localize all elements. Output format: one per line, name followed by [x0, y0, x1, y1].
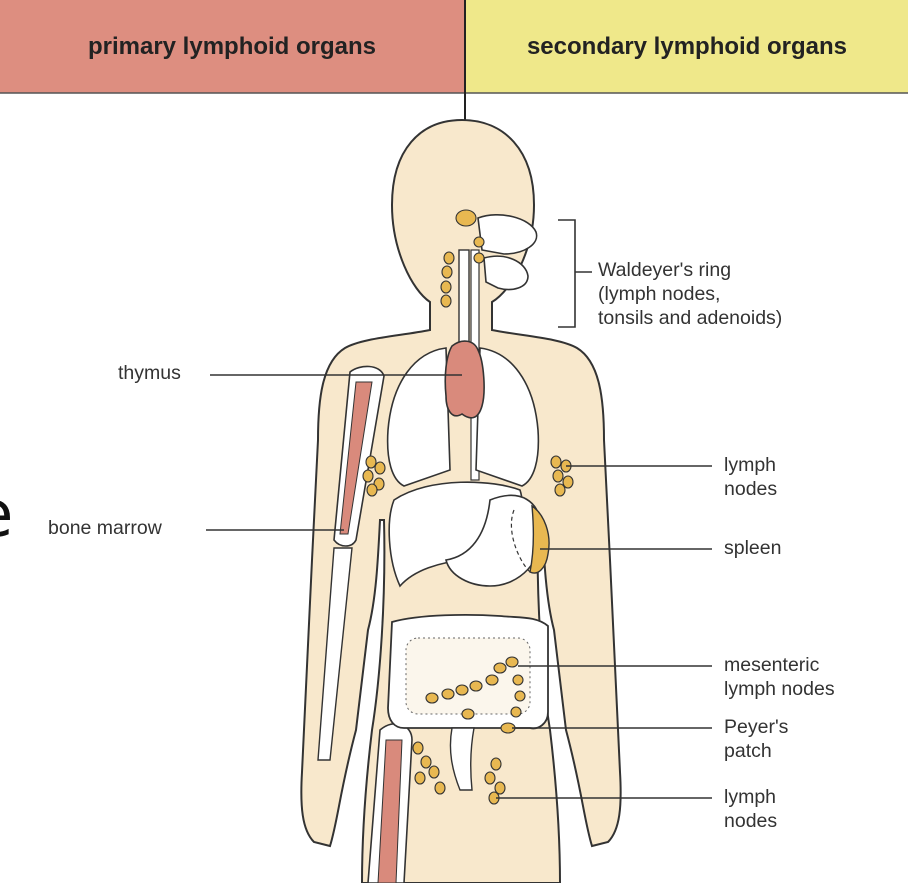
mesenteric-line-2: lymph nodes: [724, 678, 835, 702]
waldeyer-line-2: (lymph nodes,: [598, 283, 782, 307]
axillary-lymph-nodes-label: lymph nodes: [724, 454, 777, 502]
spleen-label: spleen: [724, 537, 781, 561]
peyers-line-1: Peyer's: [724, 716, 788, 740]
waldeyer-bracket: [558, 220, 575, 327]
thymus-label: thymus: [118, 362, 181, 386]
thymus-organ: [445, 341, 484, 418]
peyers-patch-label: Peyer's patch: [724, 716, 788, 764]
mesenteric-line-1: mesenteric: [724, 654, 835, 678]
peyers-line-2: patch: [724, 740, 788, 764]
inguinal-line-2: nodes: [724, 810, 777, 834]
waldeyer-ring-label: Waldeyer's ring (lymph nodes, tonsils an…: [598, 259, 782, 330]
bone-marrow-label: bone marrow: [48, 517, 162, 541]
axillary-line-2: nodes: [724, 478, 777, 502]
small-intestine: [406, 638, 530, 714]
axillary-line-1: lymph: [724, 454, 777, 478]
waldeyer-line-1: Waldeyer's ring: [598, 259, 782, 283]
waldeyer-line-3: tonsils and adenoids): [598, 307, 782, 331]
inguinal-lymph-nodes-label: lymph nodes: [724, 786, 777, 834]
mesenteric-lymph-nodes-label: mesenteric lymph nodes: [724, 654, 835, 702]
inguinal-line-1: lymph: [724, 786, 777, 810]
